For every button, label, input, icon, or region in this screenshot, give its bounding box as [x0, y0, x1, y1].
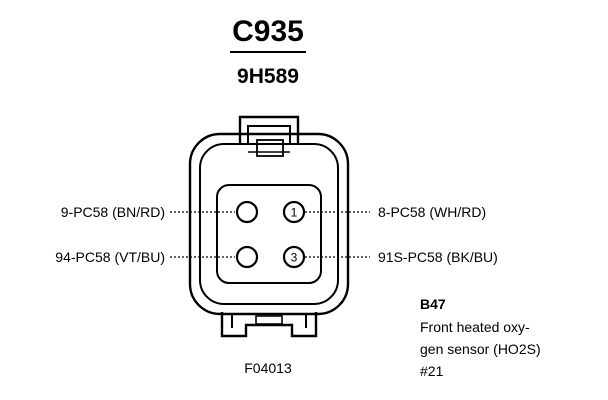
wire-label-right: 8-PC58 (WH/RD) [378, 204, 486, 220]
wire-label-left: 9-PC58 (BN/RD) [61, 204, 165, 220]
figure-id: F04013 [244, 360, 292, 376]
component-description-line: #21 [420, 363, 444, 379]
connector-id: C935 [232, 15, 304, 48]
connector-housing [188, 115, 350, 338]
pin-number: 3 [291, 251, 298, 265]
component-description-line: gen sensor (HO2S) [420, 341, 541, 357]
pin-number: 1 [291, 206, 298, 220]
wire-label-left: 94-PC58 (VT/BU) [55, 249, 165, 265]
pin-cavity [282, 245, 306, 269]
component-description-line: Front heated oxy- [420, 319, 530, 335]
pin-cavity [235, 245, 259, 269]
part-number: 9H589 [237, 65, 299, 88]
pin-cavity [282, 200, 306, 224]
pin-cavity [235, 200, 259, 224]
wire-label-right: 91S-PC58 (BK/BU) [378, 249, 498, 265]
component-id: B47 [420, 296, 446, 312]
